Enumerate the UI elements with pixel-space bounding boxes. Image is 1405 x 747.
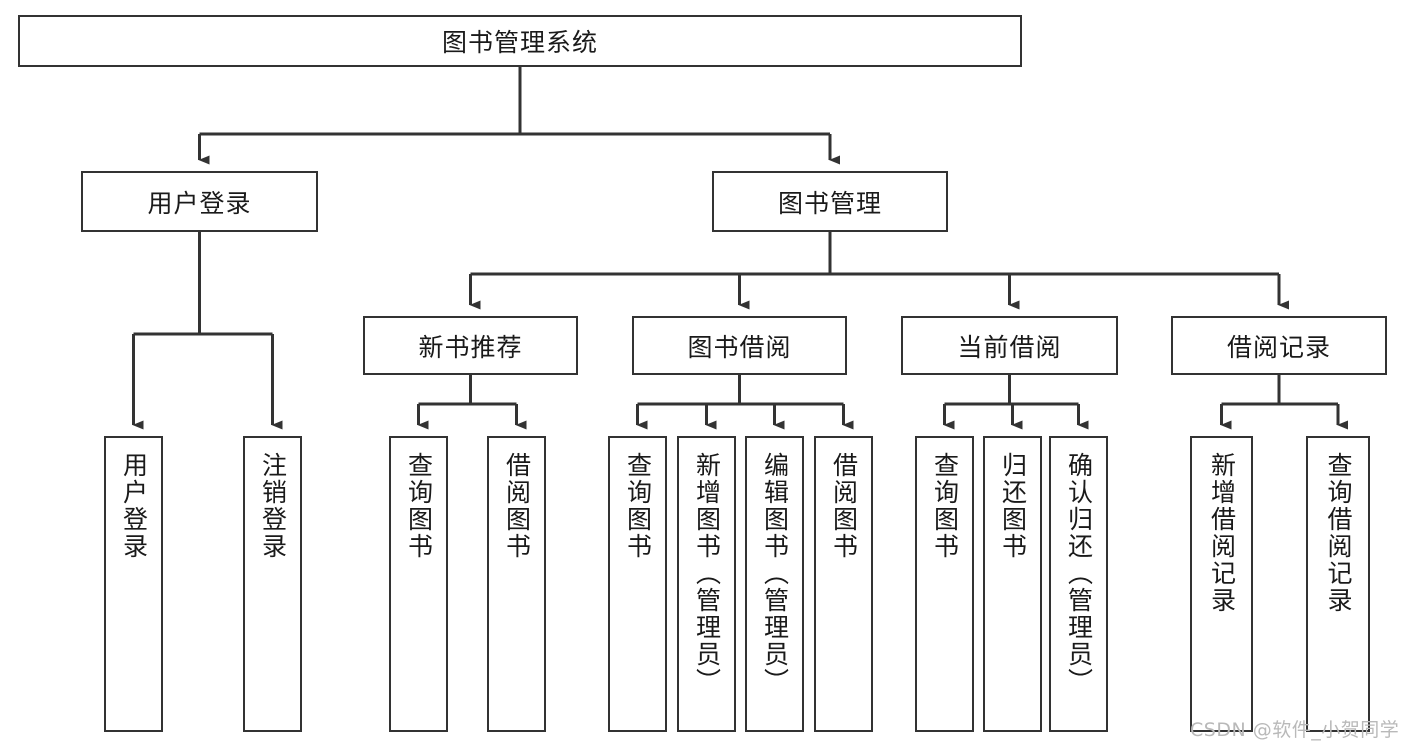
node-label: 用户登录 <box>147 188 252 218</box>
node-label: 借阅图书 <box>502 452 532 560</box>
node-label: 图书借阅 <box>687 332 792 362</box>
node-label: 图书管理系统 <box>441 28 598 57</box>
node-leaf-borrow-book-rec[interactable]: 借阅图书 <box>487 436 546 732</box>
node-leaf-query-book-rec[interactable]: 查询图书 <box>389 436 448 732</box>
node-label: 图书管理 <box>777 188 882 218</box>
node-leaf-return-book[interactable]: 归还图书 <box>983 436 1042 732</box>
node-leaf-query-book-borrow[interactable]: 查询图书 <box>608 436 667 732</box>
node-label: 新增借阅记录 <box>1207 452 1237 614</box>
node-label: 归还图书 <box>998 452 1028 560</box>
node-leaf-borrow-book[interactable]: 借阅图书 <box>814 436 873 732</box>
node-label: 新增图书（管理员） <box>692 452 722 695</box>
node-user-login[interactable]: 用户登录 <box>81 171 318 232</box>
node-book-manage[interactable]: 图书管理 <box>712 171 948 232</box>
node-label: 注销登录 <box>258 452 288 560</box>
node-leaf-query-book-current[interactable]: 查询图书 <box>915 436 974 732</box>
node-leaf-add-book[interactable]: 新增图书（管理员） <box>677 436 736 732</box>
node-label: 用户登录 <box>119 452 149 560</box>
node-borrow-record[interactable]: 借阅记录 <box>1171 316 1387 375</box>
node-new-book-rec[interactable]: 新书推荐 <box>363 316 578 375</box>
node-leaf-user-login[interactable]: 用户登录 <box>104 436 163 732</box>
node-leaf-edit-book[interactable]: 编辑图书（管理员） <box>745 436 804 732</box>
node-label: 确认归还（管理员） <box>1064 452 1094 695</box>
node-root[interactable]: 图书管理系统 <box>18 15 1022 67</box>
node-label: 查询图书 <box>404 452 434 560</box>
node-label: 当前借阅 <box>957 332 1062 362</box>
node-leaf-add-record[interactable]: 新增借阅记录 <box>1190 436 1253 732</box>
node-label: 查询图书 <box>623 452 653 560</box>
node-label: 借阅图书 <box>829 452 859 560</box>
node-book-borrow[interactable]: 图书借阅 <box>632 316 847 375</box>
node-label: 新书推荐 <box>418 332 523 362</box>
connector-lines <box>132 67 1348 430</box>
node-current-borrow[interactable]: 当前借阅 <box>901 316 1118 375</box>
node-label: 查询借阅记录 <box>1324 452 1353 614</box>
node-label: 借阅记录 <box>1226 332 1331 362</box>
node-label: 编辑图书（管理员） <box>760 452 790 695</box>
node-leaf-confirm-return[interactable]: 确认归还（管理员） <box>1049 436 1108 732</box>
node-leaf-query-record[interactable]: 查询借阅记录 <box>1306 436 1370 732</box>
node-leaf-logout[interactable]: 注销登录 <box>243 436 302 732</box>
node-label: 查询图书 <box>930 452 960 560</box>
